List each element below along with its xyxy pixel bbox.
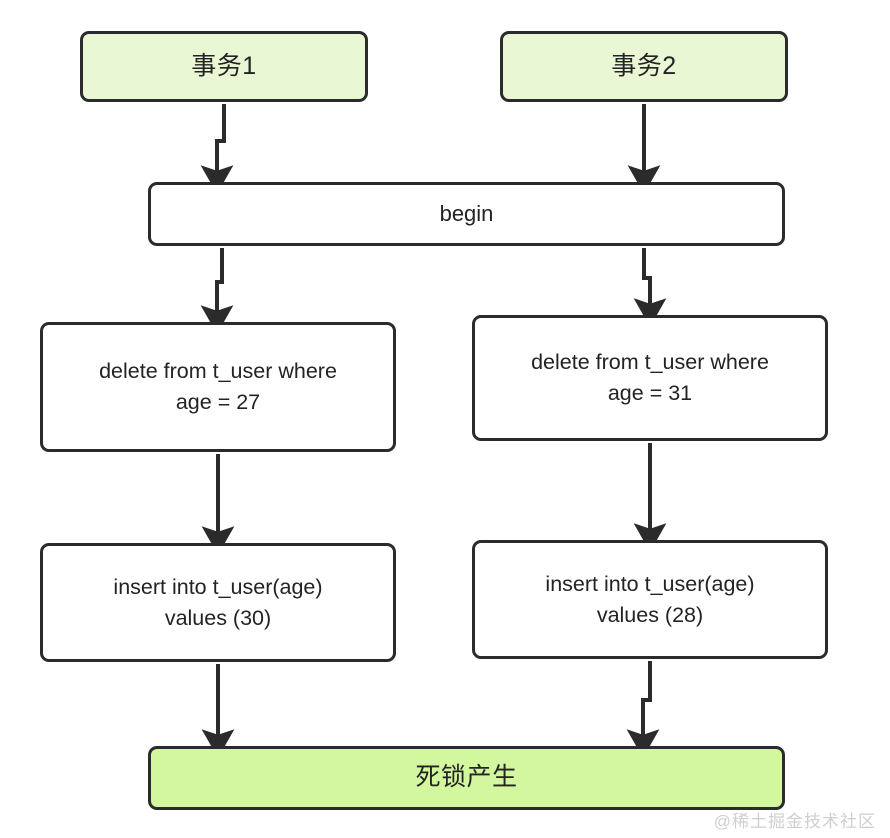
node-deadlock[interactable]: 死锁产生 xyxy=(148,746,785,810)
node-insert-right-line-1: insert into t_user(age) xyxy=(545,571,755,596)
node-transaction-1[interactable]: 事务1 xyxy=(80,31,368,102)
node-delete-right-line-1: delete from t_user where xyxy=(531,350,769,375)
node-insert-left-line-1: insert into t_user(age) xyxy=(113,574,323,599)
node-delete-right-text: delete from t_user where age = 31 xyxy=(531,347,769,408)
node-begin-label: begin xyxy=(439,201,494,227)
node-delete-left-text: delete from t_user where age = 27 xyxy=(99,356,337,417)
node-insert-left-text: insert into t_user(age) values (30) xyxy=(113,572,322,633)
edge-begin-to-delete-right xyxy=(633,248,667,327)
node-transaction-2[interactable]: 事务2 xyxy=(500,31,788,102)
edge-tx1-to-begin xyxy=(200,104,234,194)
node-delete-right[interactable]: delete from t_user where age = 31 xyxy=(472,315,828,441)
node-delete-left[interactable]: delete from t_user where age = 27 xyxy=(40,322,396,452)
node-insert-left-line-2: values (30) xyxy=(164,605,272,630)
node-insert-right[interactable]: insert into t_user(age) values (28) xyxy=(472,540,828,659)
node-delete-right-line-2: age = 31 xyxy=(607,381,693,405)
node-transaction-1-label: 事务1 xyxy=(191,51,257,80)
node-insert-right-line-2: values (28) xyxy=(596,602,704,627)
node-begin[interactable]: begin xyxy=(148,182,785,246)
node-delete-left-line-1: delete from t_user where xyxy=(99,359,337,384)
watermark-text: @稀土掘金技术社区 xyxy=(713,812,876,831)
node-insert-right-text: insert into t_user(age) values (28) xyxy=(545,569,754,630)
edge-begin-to-delete-left xyxy=(200,248,234,334)
node-insert-left[interactable]: insert into t_user(age) values (30) xyxy=(40,543,396,662)
node-transaction-2-label: 事务2 xyxy=(611,51,677,80)
node-deadlock-label: 死锁产生 xyxy=(415,763,518,792)
edge-insert-right-to-deadlock xyxy=(626,661,660,758)
node-delete-left-line-2: age = 27 xyxy=(175,390,261,414)
